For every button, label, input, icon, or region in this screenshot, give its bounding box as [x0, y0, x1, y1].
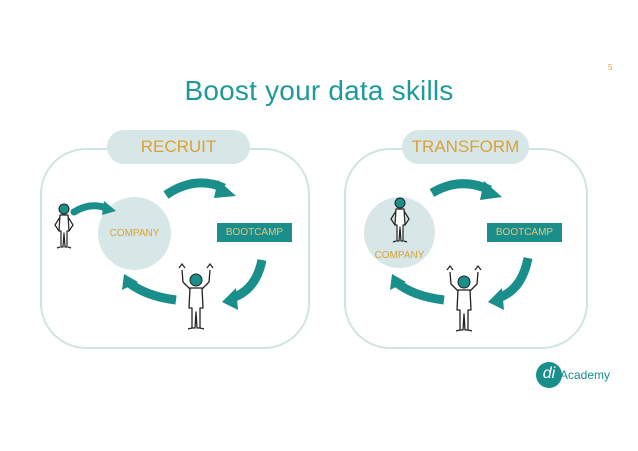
recruit-company-label: COMPANY: [109, 228, 160, 239]
recruit-left-arrow-icon: [125, 278, 177, 305]
recruit-candidate-person-icon: [54, 203, 74, 249]
transform-right-arrow-icon: [496, 257, 533, 303]
recruit-entry-arrow-icon: [70, 202, 110, 216]
recruit-bootcamp-box: BOOTCAMP: [217, 223, 292, 242]
transform-top-arrow-icon: [429, 179, 492, 197]
logo-text: Academy: [560, 368, 611, 382]
page-number: 5: [608, 63, 613, 72]
transform-left-arrow-icon: [393, 278, 445, 305]
transform-bootcamp-box: BOOTCAMP: [487, 223, 562, 242]
page-title: Boost your data skills: [184, 75, 454, 106]
transform-employee-person-icon: [390, 197, 410, 243]
recruit-panel: [40, 148, 310, 349]
di-academy-logo: di Academy: [536, 362, 618, 388]
transform-company-label: COMPANY: [374, 250, 425, 261]
recruit-graduate-cheering-person-icon: [178, 263, 214, 330]
recruit-right-arrow-icon: [230, 258, 267, 303]
logo-mark: di: [536, 362, 562, 388]
transform-heading: TRANSFORM: [402, 130, 529, 164]
recruit-heading: RECRUIT: [107, 130, 250, 164]
transform-graduate-cheering-person-icon: [446, 265, 482, 332]
